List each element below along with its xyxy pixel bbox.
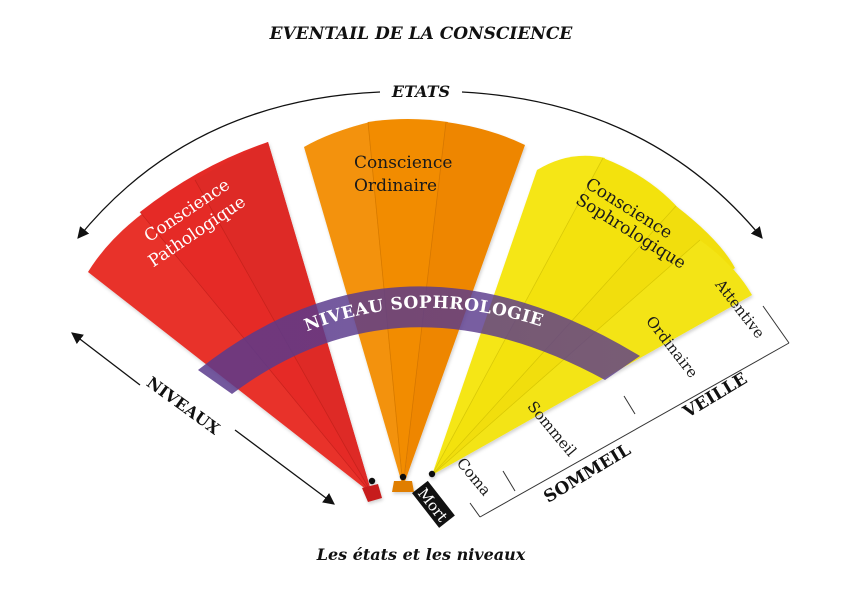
diagram-caption: Les états et les niveaux: [316, 545, 526, 564]
etats-arrow: [77, 91, 763, 239]
ordinaire-label-line2: Ordinaire: [354, 176, 437, 196]
level-scale-bracket: [469, 305, 790, 518]
diagram-title: EVENTAIL DE LA CONSCIENCE: [269, 24, 573, 44]
mort-tag: Mort: [412, 480, 455, 528]
etats-label: ETATS: [391, 82, 450, 101]
group-sommeil: SOMMEIL: [540, 440, 634, 507]
level-coma: Coma: [453, 454, 495, 499]
ordinaire-label-line1: Conscience: [354, 153, 452, 173]
niveaux-arrow: [71, 332, 335, 505]
niveaux-label: NIVEAUX: [143, 373, 224, 439]
niveau-sophrologie-band: [198, 286, 640, 394]
